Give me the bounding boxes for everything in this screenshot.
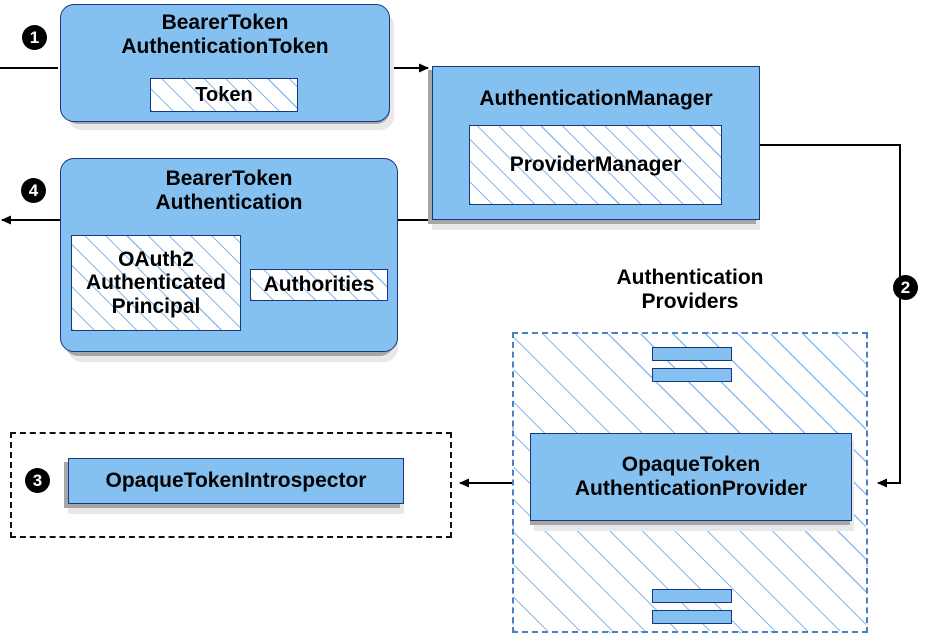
bearer-token-authentication-label: BearerToken Authentication bbox=[155, 167, 303, 214]
opaque-token-introspector-label: OpaqueTokenIntrospector bbox=[105, 469, 367, 493]
step-marker-4: 4 bbox=[21, 178, 46, 203]
authentication-providers-label: Authentication Providers bbox=[616, 266, 764, 313]
node-opaque-token-introspector[interactable]: OpaqueTokenIntrospector bbox=[68, 458, 404, 504]
authentication-manager-label: AuthenticationManager bbox=[479, 87, 713, 110]
provider-stack-bar-upper-2 bbox=[652, 368, 732, 382]
step-marker-1: 1 bbox=[22, 25, 47, 50]
node-bearer-token-authentication-token[interactable]: BearerToken AuthenticationToken bbox=[60, 4, 390, 122]
inner-box-token[interactable]: Token bbox=[150, 78, 298, 112]
step-marker-3: 3 bbox=[25, 468, 50, 493]
inner-box-oauth2-authenticated-principal[interactable]: OAuth2 Authenticated Principal bbox=[71, 235, 241, 331]
provider-stack-bar-lower-2 bbox=[652, 610, 732, 624]
provider-stack-bar-upper-1 bbox=[652, 347, 732, 361]
step-marker-2: 2 bbox=[893, 275, 918, 300]
node-opaque-token-authentication-provider[interactable]: OpaqueToken AuthenticationProvider bbox=[530, 433, 852, 521]
provider-stack-bar-lower-1 bbox=[652, 589, 732, 603]
bearer-token-authentication-token-label: BearerToken AuthenticationToken bbox=[121, 11, 329, 58]
inner-box-provider-manager[interactable]: ProviderManager bbox=[469, 125, 722, 205]
inner-box-authorities[interactable]: Authorities bbox=[250, 269, 388, 301]
opaque-token-authentication-provider-label: OpaqueToken AuthenticationProvider bbox=[574, 453, 808, 500]
